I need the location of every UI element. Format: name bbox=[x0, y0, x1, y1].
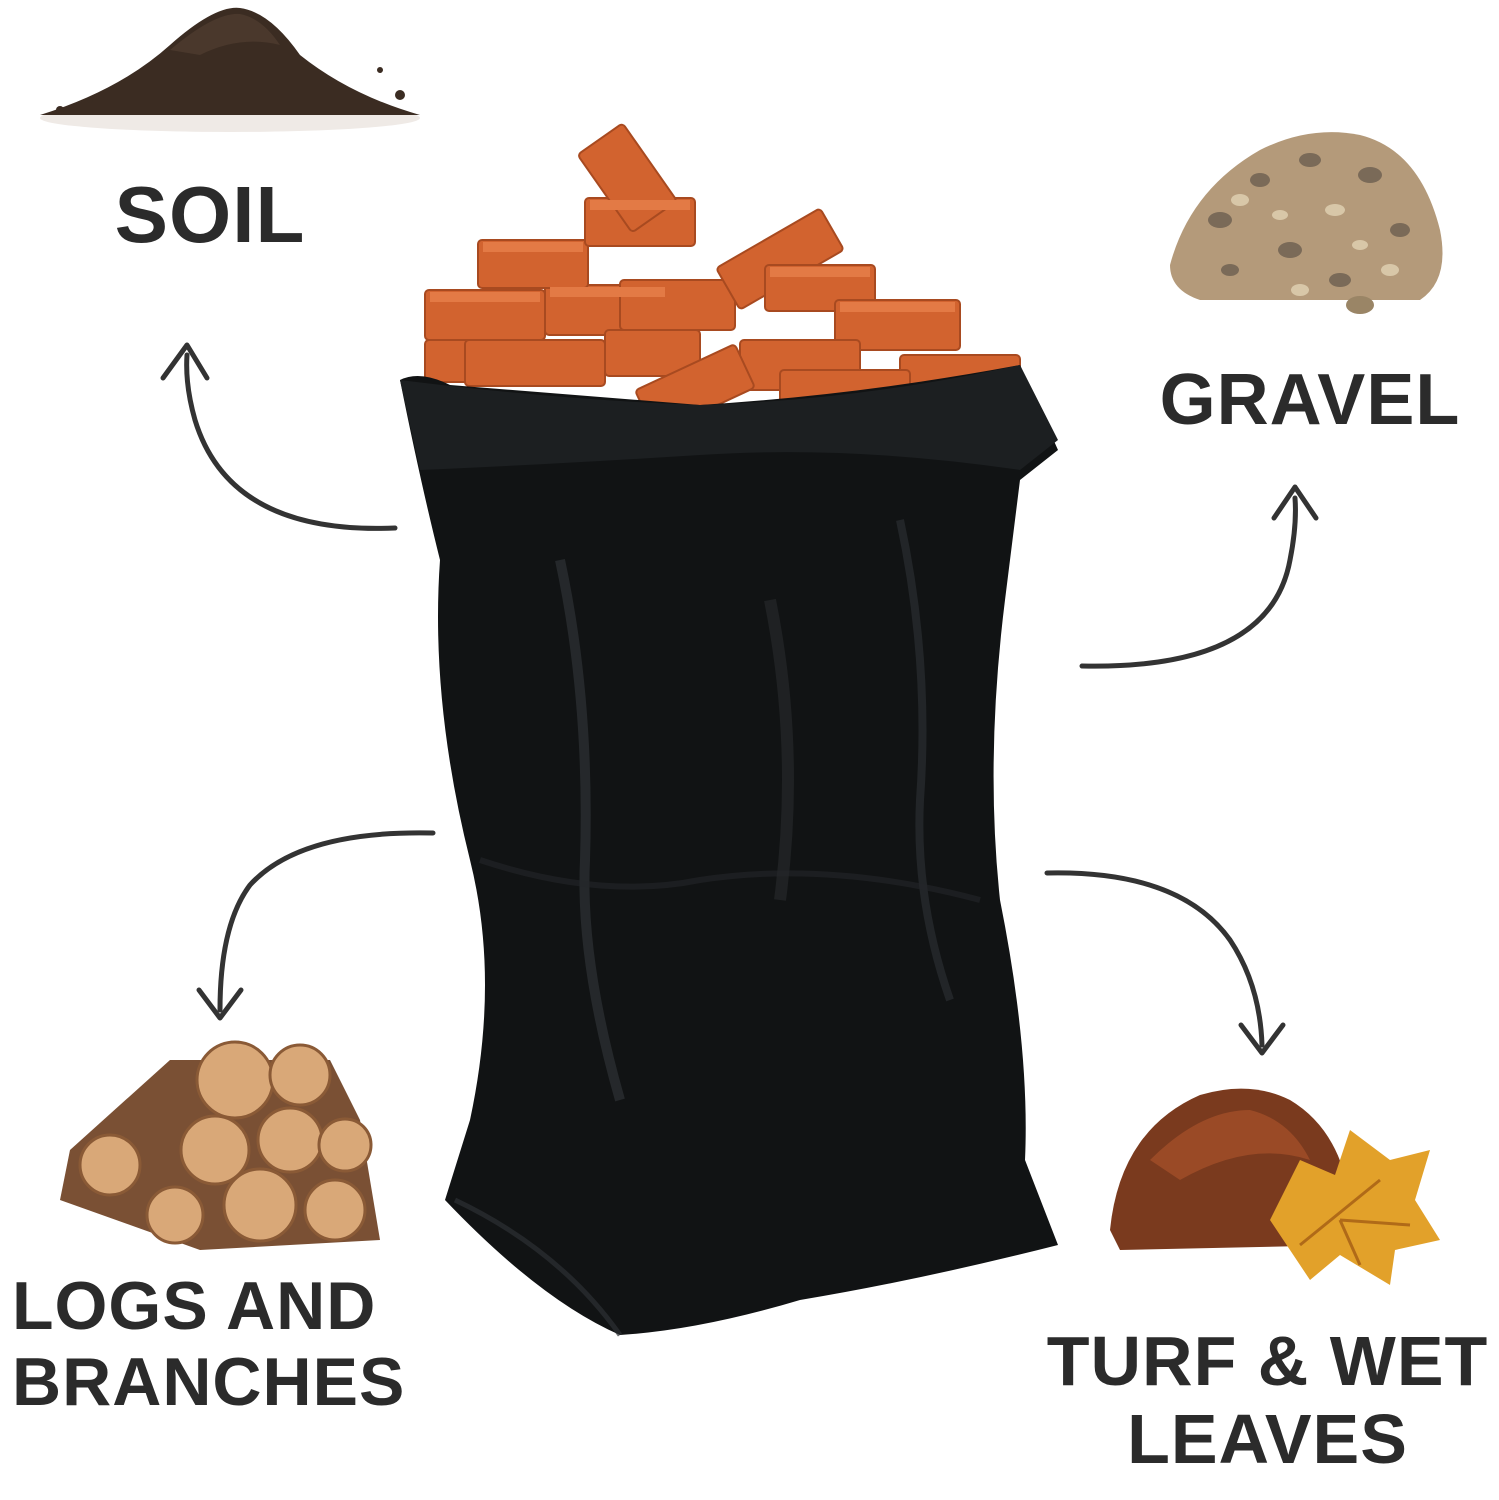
label-soil: SOIL bbox=[95, 170, 325, 260]
label-gravel: GRAVEL bbox=[1150, 360, 1470, 441]
arrow-to-turf-icon bbox=[1044, 870, 1286, 1056]
label-logs-line2: BRANCHES bbox=[12, 1344, 406, 1421]
logs-pile-image bbox=[60, 1040, 380, 1250]
label-logs-line1: LOGS AND bbox=[12, 1268, 377, 1344]
label-soil-text: SOIL bbox=[114, 170, 306, 259]
label-turf-line1: TURF & WET bbox=[1046, 1322, 1489, 1400]
label-turf-line2: LEAVES bbox=[1127, 1400, 1408, 1479]
bricks-image bbox=[424, 123, 1021, 434]
label-turf-wet-leaves: TURF & WET LEAVES bbox=[1040, 1322, 1495, 1479]
label-logs-and-branches: LOGS AND BRANCHES bbox=[0, 1268, 442, 1420]
gravel-pile-image bbox=[1170, 132, 1443, 314]
soil-pile-image bbox=[40, 7, 420, 132]
arrow-to-soil-icon bbox=[160, 342, 398, 531]
mulch-leaf-image bbox=[1110, 1088, 1440, 1285]
label-gravel-text: GRAVEL bbox=[1159, 360, 1461, 440]
arrow-to-gravel-icon bbox=[1079, 484, 1319, 669]
arrow-to-logs-icon bbox=[196, 830, 436, 1021]
black-bag-image bbox=[400, 365, 1058, 1337]
